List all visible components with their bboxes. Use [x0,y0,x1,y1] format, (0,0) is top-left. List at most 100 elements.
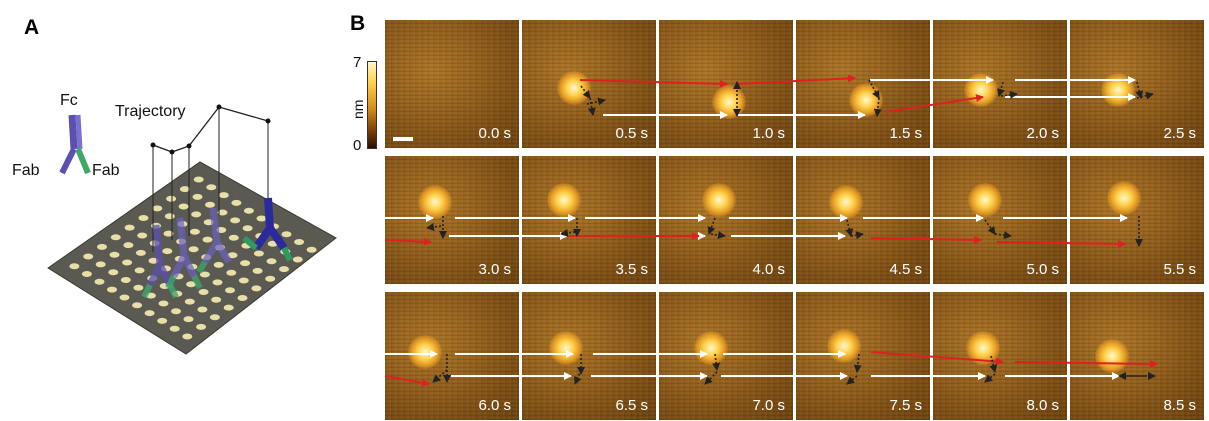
antigen-dot [132,302,143,309]
antigen-dot [179,186,190,193]
afm-frame: 5.5 s [1070,156,1204,284]
antigen-dot [191,211,202,218]
antigen-dot [228,234,239,241]
afm-frame: 8.0 s [933,292,1067,420]
antibody-blob [829,185,863,219]
panel-a-letter: A [24,16,40,39]
antigen-dot [209,314,220,321]
antigen-dot [242,225,253,232]
label-fab-right: Fab [92,162,120,179]
antigen-dot [94,278,105,285]
antigen-dot [230,217,241,224]
antigen-dot [193,176,204,183]
antigen-dot [182,333,193,340]
frame-time-label: 3.0 s [478,261,511,278]
antigen-dot [97,243,107,250]
panel-b-letter: B [350,12,366,35]
afm-frame: 8.5 s [1070,292,1204,420]
antigen-dot [265,275,276,282]
antigen-dot [243,207,254,214]
antigen-dot [81,271,92,277]
antigen-dot [183,316,194,323]
antigen-dot [186,281,197,288]
antibody-blob [1107,181,1141,215]
antigen-dot [253,250,264,257]
antigen-dot [279,266,289,273]
antigen-dot [110,234,121,241]
frame-time-label: 1.0 s [752,125,785,142]
antigen-dot [189,228,200,235]
frame-time-label: 6.5 s [615,397,648,414]
afm-frame: 7.5 s [796,292,930,420]
antigen-dot [251,285,262,292]
panel-a-illustration: Fc Fab Fab Trajectory [0,0,370,421]
antigen-dot [83,253,94,260]
colorbar-unit: nm [350,99,366,119]
antibody-blob [966,331,1000,365]
antigen-dot [237,295,248,301]
label-fc: Fc [60,92,78,109]
afm-frame: 3.5 s [522,156,656,284]
frame-time-label: 7.5 s [889,397,922,414]
colorbar-min: 0 [353,137,362,154]
frame-time-label: 4.0 s [752,261,785,278]
antigen-dot [166,195,177,202]
antigen-dot [266,258,277,265]
antigen-dot [202,236,213,243]
antigen-dot [231,199,242,206]
antigen-dot [152,205,163,212]
colorbar-max: 7 [353,54,362,71]
antibody-blob [702,183,736,217]
antigen-dot [206,184,217,191]
antigen-dot [212,279,223,286]
antigen-dot [281,231,292,238]
antigen-dot [211,296,222,303]
antibody-blob [964,73,998,107]
antigen-dot [95,261,106,268]
antibody-trajectory-diagram [47,104,337,355]
antigen-dot [294,239,305,245]
antigen-dot [120,277,131,283]
antigen-dot [164,213,175,220]
antigen-dot [135,249,146,256]
height-colorbar: 7 0 nm [345,54,385,155]
antigen-dot [256,215,267,222]
label-fab-left: Fab [12,162,40,179]
antigen-dot [226,269,237,276]
frame-time-label: 7.0 s [752,397,785,414]
antigen-dot [163,230,174,237]
afm-frame: 4.5 s [796,156,930,284]
antigen-dot [137,232,148,239]
trajectory-points [150,104,271,155]
antigen-surface [47,161,337,355]
antibody-blob [968,183,1002,217]
antibody-blob [1101,73,1135,107]
afm-frame: 4.0 s [659,156,793,284]
afm-frame: 1.0 s [659,20,793,148]
colorbar-gradient [367,61,377,149]
antigen-dot [69,263,80,270]
antibody-blob [1095,339,1129,373]
antigen-dot [225,287,235,294]
frame-time-label: 2.0 s [1026,125,1059,142]
frame-time-label: 8.5 s [1163,397,1196,414]
antigen-dot [158,300,169,307]
antibody-blob [547,183,581,217]
antigen-dot [157,317,168,324]
frame-time-label: 0.0 s [478,125,511,142]
afm-frame: 3.0 s [385,156,519,284]
antigen-dot [306,246,317,253]
antibody-blob [849,83,883,117]
antigen-dot [292,256,303,263]
frame-time-label: 5.5 s [1163,261,1196,278]
afm-frame: 1.5 s [796,20,930,148]
scale-bar [393,137,413,141]
antibody-blob [557,71,591,105]
antibody-blob [408,335,442,369]
trajectory-drop-lines [152,107,269,252]
antibody-blob [694,331,728,365]
frame-time-label: 0.5 s [615,125,648,142]
frame-time-label: 5.0 s [1026,261,1059,278]
antigen-dot [162,248,173,255]
